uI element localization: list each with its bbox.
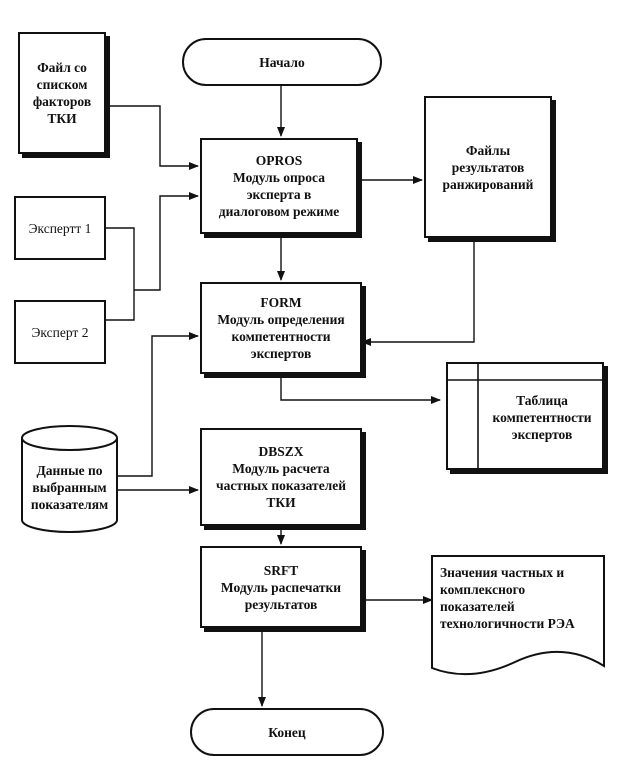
factors-file-line-3: факторов: [32, 94, 92, 109]
dbszx-line-4: ТКИ: [266, 495, 296, 510]
values-doc-line-1: Значения частных и: [440, 565, 565, 580]
factors-file-line-1: Файл со: [37, 60, 87, 75]
srft-title: SRFT: [263, 562, 299, 578]
expert-1-box: Экспертт 1: [14, 196, 106, 260]
expert-2-label: Эксперт 2: [31, 324, 89, 340]
dbszx-title: DBSZX: [258, 444, 304, 459]
ranking-files-box: Файлы результатов ранжирований: [424, 96, 552, 238]
competence-table-line-2: компетентности: [492, 410, 592, 425]
values-doc-line-4: технологичности РЭА: [440, 616, 575, 631]
edge-expert1-to-opros: [106, 227, 135, 290]
competence-table-line-1: Таблица: [516, 393, 568, 408]
end-terminal: Конец: [190, 708, 384, 756]
factors-file-line-4: ТКИ: [47, 111, 77, 126]
dbszx-line-2: Модуль расчета: [232, 461, 330, 476]
expert-1-label: Экспертт 1: [28, 220, 92, 236]
edge-files-to-form: [361, 238, 475, 346]
opros-title: OPROS: [255, 153, 303, 168]
form-line-2: Модуль определения: [217, 312, 345, 327]
srft-line-2: Модуль распечатки: [220, 579, 342, 595]
edge-experts-merge-to-opros: [134, 192, 199, 291]
form-line-4: экспертов: [250, 346, 312, 361]
srft-module-box: SRFT Модуль распечатки результатов: [200, 546, 362, 628]
data-store-line-2: выбранным: [32, 480, 107, 495]
dbszx-module-box: DBSZX Модуль расчета частных показателей…: [200, 428, 362, 526]
document-shape: [431, 555, 605, 676]
edge-data-to-form: [117, 332, 199, 477]
ranking-files-line-3: ранжирований: [442, 176, 534, 192]
edge-expert2-to-opros: [106, 290, 135, 321]
expert-2-box: Эксперт 2: [14, 300, 106, 364]
srft-line-3: результатов: [244, 596, 318, 612]
form-title: FORM: [260, 295, 302, 310]
data-store-line-3: показателям: [30, 497, 109, 512]
end-label: Конец: [268, 724, 306, 740]
data-store-cylinder: [21, 425, 118, 533]
data-store-label: Данные по выбранным показателям: [22, 462, 117, 513]
opros-line-3: эксперта в: [246, 187, 312, 202]
factors-file-line-2: списком: [36, 77, 88, 92]
competence-table-line-3: экспертов: [511, 427, 573, 442]
start-label: Начало: [259, 54, 305, 70]
form-module-box: FORM Модуль определения компетентности э…: [200, 282, 362, 374]
opros-line-2: Модуль опроса: [233, 170, 325, 185]
values-document-label: Значения частных и комплексного показате…: [440, 564, 604, 632]
values-doc-line-2: комплексного: [440, 582, 526, 597]
opros-line-4: диалоговом режиме: [218, 204, 340, 219]
ranking-files-line-1: Файлы: [465, 142, 511, 158]
start-terminal: Начало: [182, 38, 382, 86]
factors-file-box: Файл со списком факторов ТКИ: [18, 32, 106, 154]
data-store-line-1: Данные по: [36, 463, 103, 478]
form-line-3: компетентности: [231, 329, 331, 344]
edge-form-to-table: [280, 374, 441, 404]
values-doc-line-3: показателей: [440, 599, 515, 614]
opros-module-box: OPROS Модуль опроса эксперта в диалогово…: [200, 138, 358, 234]
dbszx-line-3: частных показателей: [215, 478, 347, 493]
competence-table-label: Таблица компетентности экспертов: [482, 392, 602, 443]
edge-file-to-opros: [106, 105, 199, 170]
ranking-files-line-2: результатов: [451, 159, 525, 175]
competence-table-box: [446, 362, 604, 470]
